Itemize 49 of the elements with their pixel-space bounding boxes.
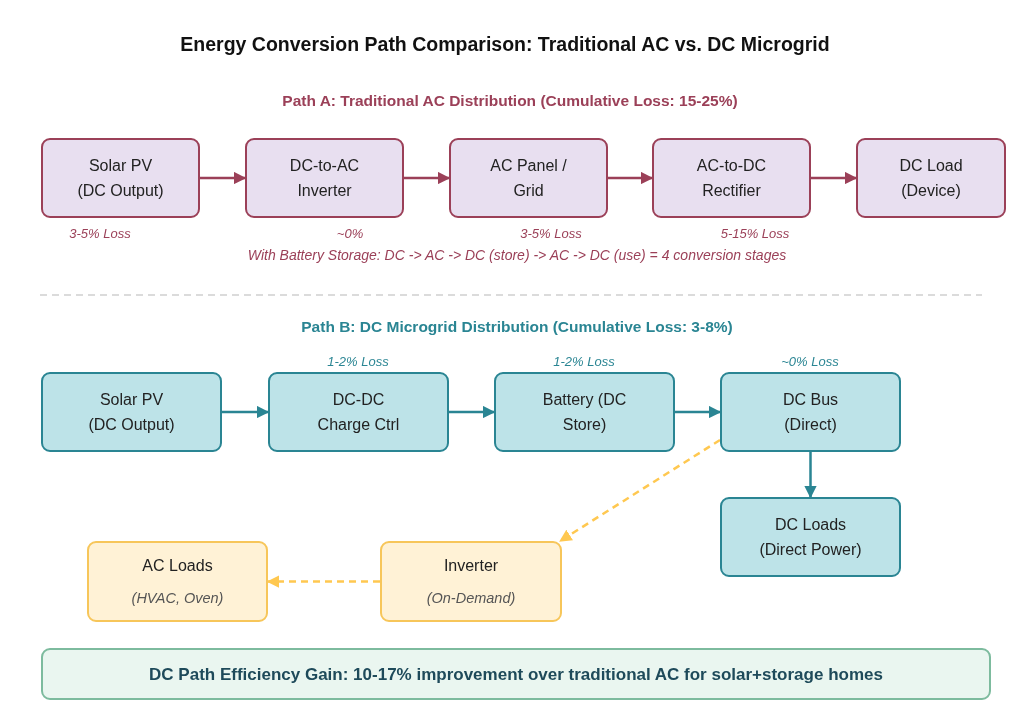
loss-annotation: 3-5% Loss (69, 226, 131, 241)
loss-annotation: ~0% Loss (781, 354, 839, 369)
node-label: AC Panel / Grid (489, 156, 568, 201)
arrow (404, 171, 451, 185)
process-box (720, 497, 901, 577)
arrow (811, 171, 858, 185)
node-label: Inverter (443, 555, 499, 576)
process-box (87, 541, 268, 622)
node-label: DC-DC Charge Ctrl (316, 390, 401, 435)
loss-annotation: 5-15% Loss (720, 226, 790, 241)
node-label: Battery (DC Store) (542, 390, 627, 435)
process-box (652, 138, 811, 218)
note-text: With Battery Storage: DC -> AC -> DC (store) -> AC -> DC (use) = 4 conversion stages (247, 247, 787, 263)
loss-annotation: 1-2% Loss (553, 354, 615, 369)
node-label: DC Path Efficiency Gain: 10-17% improvement over traditional AC for solar+storage homes (149, 663, 883, 686)
node-subtitle: (HVAC, Oven) (131, 588, 224, 608)
process-box (41, 372, 222, 452)
node-label: DC Load (Device) (898, 156, 964, 201)
node-label: AC-to-DC Rectifier (695, 156, 768, 201)
section-heading: Path B: DC Microgrid Distribution (Cumulative Loss: 3-8%) (301, 318, 733, 336)
node-label: Solar PV (DC Output) (76, 156, 165, 201)
process-box (245, 138, 404, 218)
arrow (804, 452, 817, 499)
node-label: DC Bus (Direct) (781, 390, 840, 435)
loss-annotation: 1-2% Loss (327, 354, 389, 369)
loss-annotation: ~0% (336, 226, 364, 241)
process-box (380, 541, 562, 622)
node-label: AC Loads (142, 555, 213, 576)
section-heading: Path A: Traditional AC Distribution (Cumulative Loss: 15-25%) (282, 92, 738, 110)
arrow (200, 171, 247, 185)
arrow (675, 405, 722, 419)
process-box (720, 372, 901, 452)
process-box (494, 372, 675, 452)
arrow (559, 438, 721, 543)
node-label: DC-to-AC Inverter (288, 156, 361, 201)
node-label: DC Loads (Direct Power) (758, 515, 863, 560)
process-box (856, 138, 1006, 218)
arrow (608, 171, 654, 185)
loss-annotation: 3-5% Loss (520, 226, 582, 241)
node-subtitle: (On-Demand) (426, 588, 516, 608)
arrow (266, 575, 380, 588)
summary-banner (41, 648, 991, 700)
node-label: Solar PV (DC Output) (87, 390, 176, 435)
arrow (222, 405, 270, 419)
process-box (449, 138, 608, 218)
diagram-title: Energy Conversion Path Comparison: Traditional AC vs. DC Microgrid (180, 33, 830, 56)
process-box (268, 372, 449, 452)
process-box (41, 138, 200, 218)
arrow (449, 405, 496, 419)
